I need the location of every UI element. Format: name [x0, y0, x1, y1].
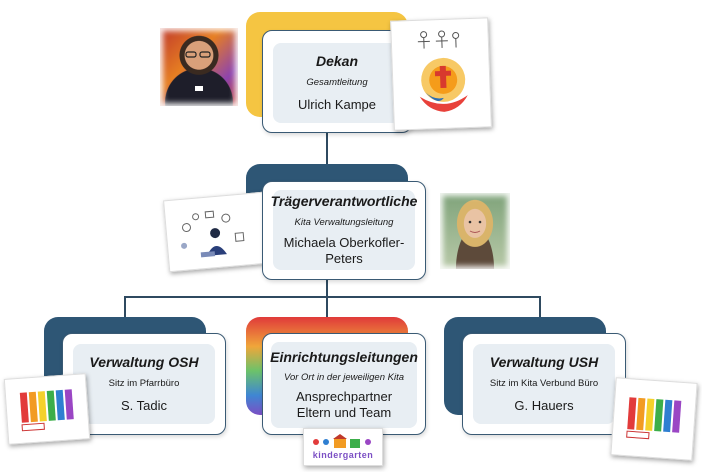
connector-left-drop: [124, 296, 126, 318]
person-portrait-icon: [468, 220, 482, 233]
dekan-card-body: Dekan Gesamtleitung Ulrich Kampe: [273, 43, 401, 123]
dekan-subtitle: Gesamtleitung: [306, 77, 368, 88]
connector-right-drop: [539, 296, 541, 318]
children-houses-icon: [313, 434, 371, 448]
office-worker-illustration-icon: [181, 210, 245, 258]
connector-top-middle: [326, 131, 328, 167]
admin-illustration-card: [163, 191, 269, 273]
connector-middle-bus: [326, 268, 328, 297]
kindergarten-label: kindergarten: [312, 450, 374, 460]
einrichtung-subtitle: Vor Ort in der jeweiligen Kita: [283, 372, 405, 383]
traeger-subtitle: Kita Verwaltungsleitung: [294, 217, 394, 228]
einrichtung-name: Ansprechpartner Eltern und Team: [295, 389, 393, 420]
church-logo-card: [390, 17, 492, 131]
einrichtung-card-body: Einrichtungsleitungen Vor Ort in der jew…: [270, 342, 418, 428]
osh-name: S. Tadic: [120, 398, 167, 413]
traeger-role: Trägerverantwortliche: [270, 193, 418, 209]
crayons-icon: [19, 389, 74, 432]
connector-bus: [124, 296, 541, 298]
ush-kindergarten-card: [610, 377, 698, 461]
osh-kindergarten-card: [3, 373, 91, 445]
einrichtung-role: Einrichtungsleitungen: [270, 349, 418, 365]
ush-card-body: Verwaltung USH Sitz im Kita Verbund Büro…: [473, 344, 615, 424]
osh-card: Verwaltung OSH Sitz im Pfarrbüro S. Tadi…: [62, 333, 226, 435]
traeger-card-body: Trägerverantwortliche Kita Verwaltungsle…: [270, 190, 418, 270]
dekan-role: Dekan: [315, 53, 359, 69]
ush-subtitle: Sitz im Kita Verbund Büro: [489, 378, 599, 389]
church-logo-icon: [417, 30, 468, 112]
kindergarten-logo-card: kindergarten: [303, 428, 383, 466]
dekan-name: Ulrich Kampe: [297, 97, 377, 112]
dekan-card: Dekan Gesamtleitung Ulrich Kampe: [262, 30, 412, 133]
person-portrait-icon: [185, 51, 211, 91]
traeger-photo: [440, 193, 510, 269]
crayons-icon: [626, 397, 682, 440]
ush-role: Verwaltung USH: [489, 354, 599, 370]
osh-card-body: Verwaltung OSH Sitz im Pfarrbüro S. Tadi…: [73, 344, 215, 424]
connector-center-drop: [326, 296, 328, 318]
dekan-photo: [160, 28, 238, 106]
osh-subtitle: Sitz im Pfarrbüro: [108, 378, 180, 389]
traeger-card: Trägerverantwortliche Kita Verwaltungsle…: [262, 181, 426, 280]
einrichtung-card: Einrichtungsleitungen Vor Ort in der jew…: [262, 333, 426, 435]
ush-name: G. Hauers: [514, 398, 574, 413]
traeger-name: Michaela Oberkofler-Peters: [283, 235, 405, 266]
osh-role: Verwaltung OSH: [89, 354, 199, 370]
ush-card: Verwaltung USH Sitz im Kita Verbund Büro…: [462, 333, 626, 435]
